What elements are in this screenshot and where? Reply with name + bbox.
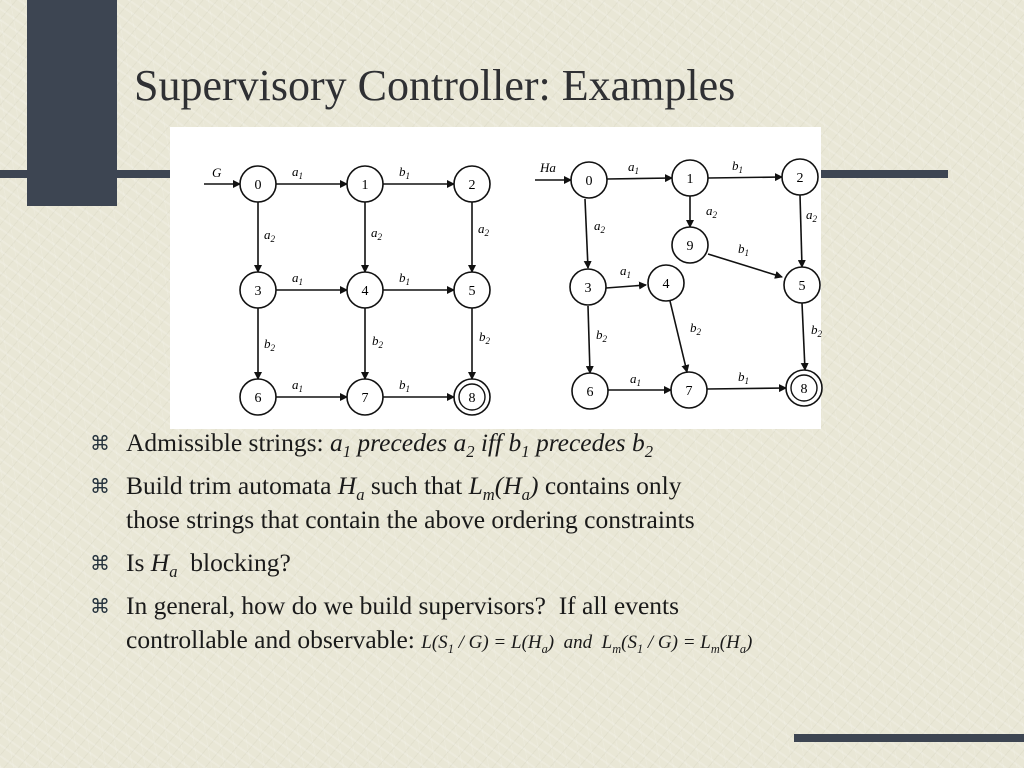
decorative-bottom-rule: [794, 734, 1024, 742]
svg-text:4: 4: [362, 284, 369, 299]
edge-label-a2: a2: [706, 203, 718, 220]
slide-title: Supervisory Controller: Examples: [134, 61, 736, 110]
square-bullet-icon: ⌘: [90, 551, 110, 575]
svg-text:0: 0: [586, 174, 593, 189]
svg-text:2: 2: [469, 178, 476, 193]
svg-text:5: 5: [469, 284, 476, 299]
g-state-7: 7: [346, 378, 384, 416]
edge-label-b2: b2: [264, 336, 276, 353]
ha-state-5: 5: [783, 266, 821, 304]
edge-label-b2: b2: [690, 320, 702, 337]
edge-label-b2: b2: [811, 322, 823, 339]
automaton-ha: [535, 173, 809, 394]
square-bullet-icon: ⌘: [90, 594, 110, 618]
svg-text:6: 6: [255, 391, 262, 406]
edge-label-b1: b1: [732, 158, 743, 175]
ha-state-8-marked: 8: [785, 369, 823, 407]
edge-label-b1: b1: [738, 369, 749, 386]
svg-text:1: 1: [687, 172, 694, 187]
bullet-build-trim-automata: ⌘ Build trim automata Ha such that Lm(Ha…: [90, 471, 695, 534]
svg-text:7: 7: [362, 391, 369, 406]
edge-label-a2: a2: [594, 218, 606, 235]
ha-name-label: Ha: [539, 160, 556, 175]
ha-state-9: 9: [671, 226, 709, 264]
svg-text:2: 2: [797, 171, 804, 186]
automaton-g-states: 0 1 2 3 4 5 6 7 8: [239, 165, 491, 416]
edge-label-a1: a1: [630, 371, 641, 388]
bullet-build-supervisors: ⌘ In general, how do we build supervisor…: [90, 591, 753, 656]
edge-label-b2: b2: [479, 329, 491, 346]
g-state-1: 1: [346, 165, 384, 203]
automaton-g-labels: G a1 b1 a1 b1 a1 b1 a2 a2 a2 b2 b2 b2: [212, 164, 491, 394]
edge-label-a2: a2: [478, 221, 490, 238]
g-state-0: 0: [239, 165, 277, 203]
edge-label-b1: b1: [738, 241, 749, 258]
automaton-ha-states: 0 1 2 9 3 4 5 6 7 8: [569, 158, 823, 410]
square-bullet-icon: ⌘: [90, 431, 110, 455]
svg-text:3: 3: [255, 284, 262, 299]
g-state-3: 3: [239, 271, 277, 309]
svg-text:8: 8: [801, 382, 808, 397]
g-name-label: G: [212, 165, 222, 180]
supervisor-equation: L(S1 / G) = L(Ha) and Lm(S1 / G) = Lm(Ha…: [421, 632, 753, 656]
svg-text:6: 6: [587, 385, 594, 400]
edge-label-b2: b2: [596, 327, 608, 344]
ha-state-3: 3: [569, 268, 607, 306]
edge-label-b1: b1: [399, 164, 410, 181]
ha-state-2: 2: [781, 158, 819, 196]
svg-text:8: 8: [469, 391, 476, 406]
edge-label-a1: a1: [292, 164, 303, 181]
svg-text:4: 4: [663, 277, 670, 292]
g-state-5: 5: [453, 271, 491, 309]
edge-label-b1: b1: [399, 270, 410, 287]
edge-label-a1: a1: [628, 159, 639, 176]
ha-state-7: 7: [670, 371, 708, 409]
svg-text:9: 9: [687, 239, 694, 254]
ha-state-0: 0: [570, 161, 608, 199]
svg-text:1: 1: [362, 178, 369, 193]
g-state-4: 4: [346, 271, 384, 309]
g-state-6: 6: [239, 378, 277, 416]
svg-text:0: 0: [255, 178, 262, 193]
edge-label-a2: a2: [371, 225, 383, 242]
automaton-ha-labels: Ha a1 b1 a2 b1 a2 a2 a1 b2 b2 b2 a1 b1: [539, 158, 823, 388]
edge-label-a1: a1: [620, 263, 631, 280]
g-state-2: 2: [453, 165, 491, 203]
edge-label-a1: a1: [292, 270, 303, 287]
edge-label-a1: a1: [292, 377, 303, 394]
g-state-8-marked: 8: [453, 378, 491, 416]
automaton-g: [204, 180, 476, 401]
square-bullet-icon: ⌘: [90, 474, 110, 498]
edge-label-a2: a2: [806, 207, 818, 224]
automata-figure: 0 1 2 3 4 5 6 7 8 G a1 b1 a1 b1 a1 b1 a2…: [170, 127, 823, 429]
bullet-is-blocking: ⌘ Is Ha blocking?: [90, 548, 291, 582]
edge-label-b2: b2: [372, 333, 384, 350]
ha-state-1: 1: [671, 159, 709, 197]
bullet-admissible-strings: ⌘ Admissible strings: a1 precedes a2 iff…: [90, 428, 654, 462]
edge-label-a2: a2: [264, 227, 276, 244]
svg-text:5: 5: [799, 279, 806, 294]
bullet-list: ⌘ Admissible strings: a1 precedes a2 iff…: [90, 426, 990, 669]
svg-text:7: 7: [686, 384, 693, 399]
ha-state-6: 6: [571, 372, 609, 410]
svg-text:3: 3: [585, 281, 592, 296]
edge-label-b1: b1: [399, 377, 410, 394]
ha-state-4: 4: [647, 264, 685, 302]
